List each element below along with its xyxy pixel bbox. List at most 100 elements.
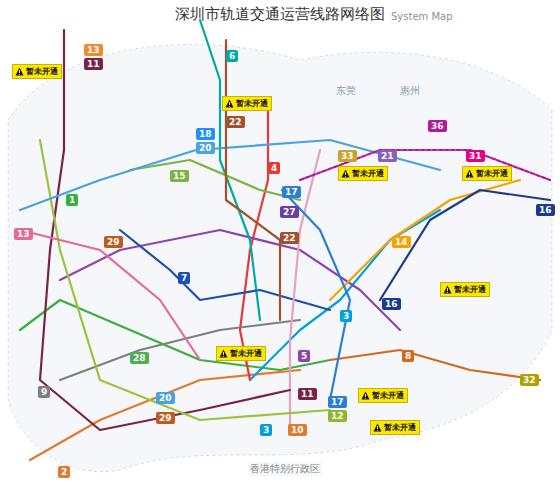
line-badge: 32	[520, 374, 539, 386]
line-badge: 18	[196, 128, 215, 140]
line-number: 16	[539, 205, 552, 215]
line-number: 20	[199, 143, 212, 153]
line-badge: 31	[466, 150, 485, 162]
line-number: 13	[17, 229, 30, 239]
notice-box: 暂未开通	[338, 166, 388, 181]
region-name: 香港特别行政区	[248, 462, 322, 476]
line-badge: 22	[226, 116, 245, 128]
line-number: 7	[181, 273, 187, 283]
notice-box: 暂未开通	[462, 166, 512, 181]
line-22	[226, 40, 280, 320]
warning-icon	[361, 391, 370, 400]
warning-icon	[465, 169, 474, 178]
warning-icon	[341, 169, 350, 178]
line-1	[20, 300, 330, 370]
warning-icon	[373, 423, 382, 432]
notice-text: 暂未开通	[384, 423, 416, 432]
line-badge: 4	[268, 162, 280, 174]
line-number: 9	[41, 387, 47, 397]
warning-icon	[219, 349, 228, 358]
line-number: 18	[199, 129, 212, 139]
notice-text: 暂未开通	[476, 169, 508, 178]
line-15	[130, 160, 300, 200]
line-number: 33	[341, 151, 354, 161]
line-number: 21	[381, 151, 394, 161]
line-badge: 11	[84, 58, 103, 70]
line-number: 2	[61, 467, 67, 477]
line-number: 12	[331, 411, 344, 421]
notice-box: 暂未开通	[440, 282, 490, 297]
line-planned	[300, 150, 550, 180]
notice-text: 暂未开通	[372, 391, 404, 400]
line-badge: 29	[156, 412, 175, 424]
line-number: 11	[87, 59, 100, 69]
line-badge: 8	[402, 350, 414, 362]
line-badge: 16	[536, 204, 555, 216]
line-badge: 2	[58, 466, 70, 478]
line-number: 17	[331, 397, 344, 407]
line-number: 3	[343, 311, 349, 321]
subtitle: System Map	[389, 11, 455, 22]
warning-icon	[443, 285, 452, 294]
line-badge: 13	[14, 228, 33, 240]
line-6	[200, 20, 260, 320]
line-badge: 17	[328, 396, 347, 408]
line-11	[40, 30, 290, 430]
line-badge: 3	[340, 310, 352, 322]
notice-box: 暂未开通	[222, 96, 272, 111]
line-number: 8	[405, 351, 411, 361]
line-number: 36	[431, 121, 444, 131]
line-number: 29	[107, 237, 120, 247]
warning-icon	[225, 99, 234, 108]
line-number: 32	[523, 375, 536, 385]
notice-text: 暂未开通	[26, 67, 58, 76]
line-number: 3	[263, 425, 269, 435]
notice-box: 暂未开通	[12, 64, 62, 79]
line-badge: 20	[156, 392, 175, 404]
line-number: 10	[291, 425, 304, 435]
notice-text: 暂未开通	[352, 169, 384, 178]
line-badge: 1	[66, 194, 78, 206]
line-badge: 29	[104, 236, 123, 248]
line-badge: 14	[392, 236, 411, 248]
line-14	[330, 180, 520, 300]
line-badge: 28	[130, 352, 149, 364]
line-7	[120, 230, 330, 310]
notice-text: 暂未开通	[454, 285, 486, 294]
line-number: 27	[283, 207, 296, 217]
title-bar: 深圳市轨道交通运营线路网络图	[0, 4, 560, 24]
line-number: 28	[133, 353, 146, 363]
map-title: 深圳市轨道交通运营线路网络图	[175, 5, 385, 23]
line-badge: 3	[260, 424, 272, 436]
line-badge: 15	[170, 170, 189, 182]
line-badge: 13	[84, 44, 103, 56]
line-16	[380, 190, 550, 300]
notice-box: 暂未开通	[216, 346, 266, 361]
line-badge: 10	[288, 424, 307, 436]
line-badge: 17	[282, 186, 301, 198]
line-badge: 20	[196, 142, 215, 154]
line-number: 6	[229, 51, 235, 61]
line-number: 20	[159, 393, 172, 403]
region-name: 东莞	[334, 84, 358, 98]
line-number: 14	[395, 237, 408, 247]
line-17	[282, 190, 350, 400]
notice-text: 暂未开通	[236, 99, 268, 108]
line-badge: 33	[338, 150, 357, 162]
line-badge: 36	[428, 120, 447, 132]
line-number: 13	[87, 45, 100, 55]
line-badge: 21	[378, 150, 397, 162]
line-badge: 6	[226, 50, 238, 62]
line-badge: 11	[298, 388, 317, 400]
line-badge: 7	[178, 272, 190, 284]
line-number: 22	[283, 233, 296, 243]
notice-box: 暂未开通	[370, 420, 420, 435]
line-number: 4	[271, 163, 277, 173]
line-8	[330, 350, 540, 380]
line-number: 31	[469, 151, 482, 161]
warning-icon	[15, 67, 24, 76]
line-badge: 12	[328, 410, 347, 422]
line-13	[20, 230, 200, 360]
